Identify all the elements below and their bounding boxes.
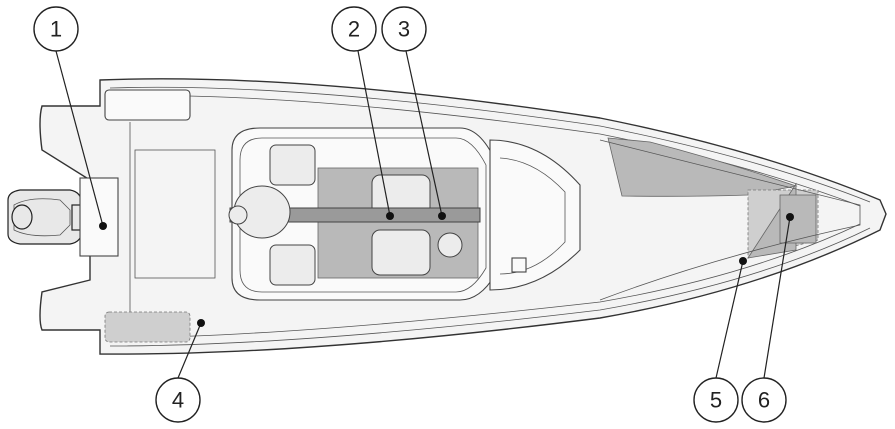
callout-2: 2	[331, 6, 377, 52]
callout-label-4: 4	[172, 388, 184, 413]
callout-3: 3	[381, 6, 427, 52]
callout-label-1: 1	[50, 17, 62, 42]
location-dot-4	[197, 319, 205, 327]
leader-lines	[55, 50, 791, 379]
leader-3	[405, 50, 443, 217]
leader-2	[357, 50, 391, 217]
callout-label-5: 5	[710, 388, 722, 413]
transom-area	[79, 122, 216, 316]
location-dot-1	[99, 222, 107, 230]
leader-6	[763, 216, 791, 379]
stern-side-lockers	[104, 89, 191, 343]
leader-1	[55, 50, 104, 227]
bow-lockers	[599, 137, 861, 301]
leader-5	[715, 260, 744, 379]
location-dot-2	[386, 212, 394, 220]
callout-6: 6	[741, 377, 787, 423]
bow-console	[489, 139, 581, 291]
callout-1: 1	[33, 6, 79, 52]
callout-5: 5	[693, 377, 739, 423]
callout-label-3: 3	[398, 17, 410, 42]
location-dot-6	[786, 213, 794, 221]
console-area	[228, 127, 496, 301]
callout-label-6: 6	[758, 388, 770, 413]
location-dot-3	[438, 212, 446, 220]
location-dots	[99, 212, 794, 327]
leader-4	[177, 322, 202, 379]
outboard-engine	[7, 189, 85, 245]
callout-label-2: 2	[348, 17, 360, 42]
location-dot-5	[739, 257, 747, 265]
callout-4: 4	[155, 377, 201, 423]
